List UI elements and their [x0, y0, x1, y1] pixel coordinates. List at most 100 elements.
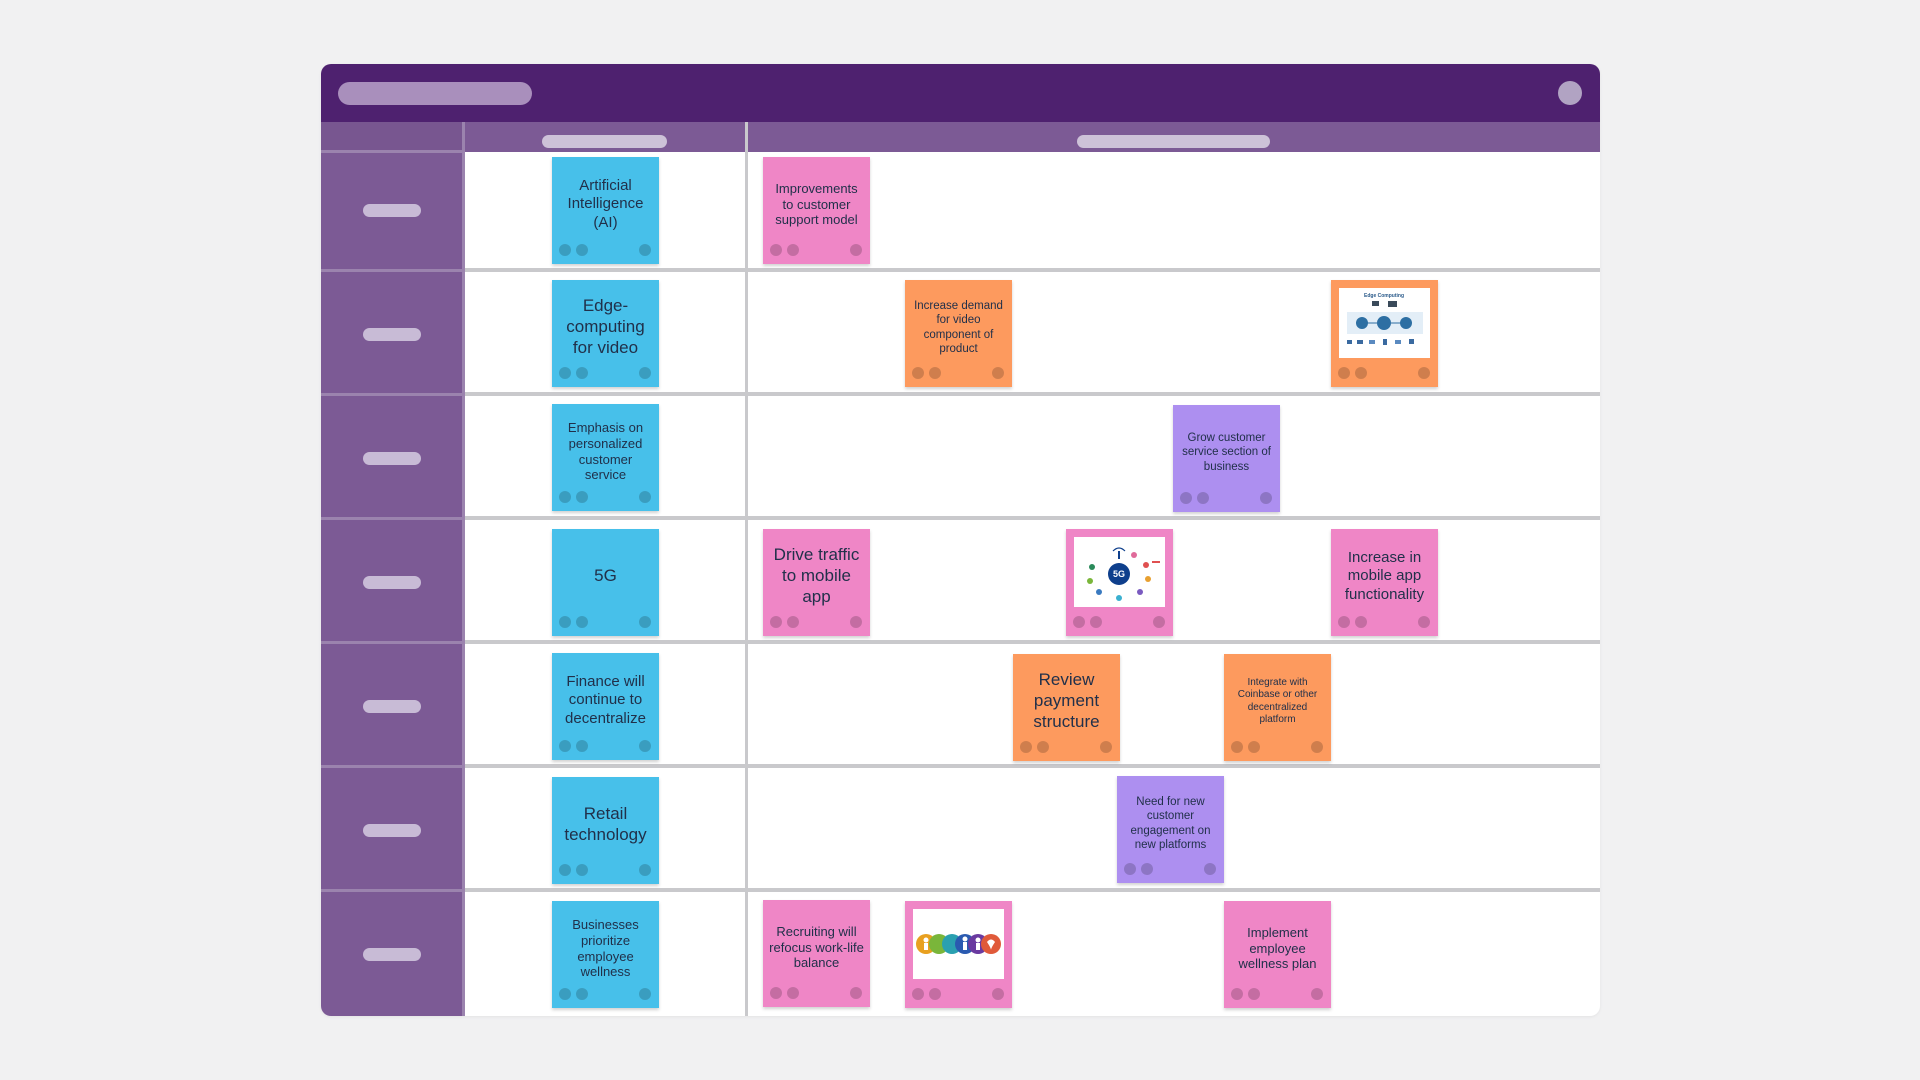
row-header-placeholder[interactable]: [363, 452, 421, 465]
sticky-note[interactable]: Integrate with Coinbase or other decentr…: [1224, 654, 1331, 761]
header-corner-cell: [321, 122, 462, 152]
sticky-note-reaction-dot: [1418, 616, 1430, 628]
sticky-note-reaction-dot: [770, 244, 782, 256]
sticky-note[interactable]: Implement employee wellness plan: [1224, 901, 1331, 1008]
sticky-note-reaction-dot: [1311, 988, 1323, 1000]
sticky-note-reaction-dot: [1231, 988, 1243, 1000]
row-header-placeholder[interactable]: [363, 328, 421, 341]
row-divider: [321, 269, 462, 272]
sticky-note-reaction-dot: [1100, 741, 1112, 753]
row-divider: [462, 392, 1600, 396]
sticky-note[interactable]: Drive traffic to mobile app: [763, 529, 870, 636]
sticky-note-reaction-dot: [559, 988, 571, 1000]
sticky-note-text: Increase demand for video component of p…: [914, 300, 1003, 355]
sticky-note-reaction-dot: [1020, 741, 1032, 753]
sticky-note[interactable]: Businesses prioritize employee wellness: [552, 901, 659, 1008]
sticky-note-reaction-dot: [992, 988, 1004, 1000]
sticky-note-reaction-dot: [787, 987, 799, 999]
edge-computing-diagram-image: Edge Computing: [1339, 288, 1430, 358]
row-header-placeholder[interactable]: [363, 824, 421, 837]
sticky-note[interactable]: Artificial Intelligence (AI): [552, 157, 659, 264]
sticky-note-reaction-dot: [639, 244, 651, 256]
sticky-note[interactable]: Need for new customer engagement on new …: [1117, 776, 1224, 883]
sticky-note-reaction-dot: [559, 244, 571, 256]
sticky-note-text: Emphasis on personalized customer servic…: [567, 419, 644, 483]
sticky-note-text: Need for new customer engagement on new …: [1130, 796, 1211, 851]
sticky-note-reaction-dot: [929, 367, 941, 379]
sticky-note[interactable]: Retail technology: [552, 777, 659, 884]
row-header-placeholder[interactable]: [363, 700, 421, 713]
sticky-note-text: Artificial Intelligence (AI): [567, 177, 644, 231]
column-header-row: [321, 122, 1600, 152]
board-menu-button[interactable]: [1558, 81, 1582, 105]
sticky-note-reaction-dot: [1338, 367, 1350, 379]
sticky-note-reaction-dot: [576, 616, 588, 628]
5g-network-diagram-image: 5G: [1074, 537, 1165, 607]
row-divider: [321, 889, 462, 892]
sticky-note-reaction-dot: [850, 987, 862, 999]
sticky-note-reaction-dot: [1037, 741, 1049, 753]
sticky-note-reaction-dot: [1248, 741, 1260, 753]
row-divider: [321, 150, 462, 153]
row-divider: [462, 268, 1600, 272]
column-header-trends-placeholder[interactable]: [542, 135, 667, 148]
sticky-note[interactable]: 5G: [552, 529, 659, 636]
sticky-note-text: Retail technology: [564, 803, 647, 844]
row-header-placeholder[interactable]: [363, 204, 421, 217]
sticky-note-reaction-dot: [1180, 492, 1192, 504]
sticky-note-reaction-dot: [1073, 616, 1085, 628]
sticky-note[interactable]: Increase in mobile app functionality: [1331, 529, 1438, 636]
sticky-note-reaction-dot: [576, 491, 588, 503]
sticky-note-reaction-dot: [1260, 492, 1272, 504]
sticky-note-text: Drive traffic to mobile app: [773, 545, 860, 606]
row-divider: [462, 764, 1600, 768]
sticky-note-reaction-dot: [1311, 741, 1323, 753]
sticky-note-reaction-dot: [1355, 616, 1367, 628]
sticky-note-reaction-dot: [850, 244, 862, 256]
sticky-note[interactable]: Increase demand for video component of p…: [905, 280, 1012, 387]
sticky-note[interactable]: Edge-computing for video: [552, 280, 659, 387]
sticky-note-text: Improvements to customer support model: [775, 180, 858, 228]
sticky-note-reaction-dot: [576, 367, 588, 379]
sticky-note-reaction-dot: [1248, 988, 1260, 1000]
sticky-note[interactable]: Grow customer service section of busines…: [1173, 405, 1280, 512]
sticky-note-text: Edge-computing for video: [566, 296, 645, 357]
row-divider: [462, 640, 1600, 644]
sticky-note-reaction-dot: [639, 491, 651, 503]
sticky-note-reaction-dot: [850, 616, 862, 628]
sticky-note-text: Grow customer service section of busines…: [1182, 432, 1271, 473]
sticky-note-reaction-dot: [559, 616, 571, 628]
sticky-note[interactable]: Recruiting will refocus work-life balanc…: [763, 900, 870, 1007]
sticky-note-reaction-dot: [787, 616, 799, 628]
image-sticky-note[interactable]: [905, 901, 1012, 1008]
sticky-note-reaction-dot: [912, 367, 924, 379]
sticky-note-reaction-dot: [992, 367, 1004, 379]
sticky-note-reaction-dot: [1124, 863, 1136, 875]
sticky-note-reaction-dot: [559, 491, 571, 503]
sticky-note[interactable]: Emphasis on personalized customer servic…: [552, 404, 659, 511]
sticky-note-reaction-dot: [559, 864, 571, 876]
sticky-note-text: Increase in mobile app functionality: [1344, 549, 1425, 603]
sticky-note-reaction-dot: [639, 864, 651, 876]
image-sticky-note[interactable]: 5G: [1066, 529, 1173, 636]
board-title-placeholder[interactable]: [338, 82, 532, 105]
sticky-note-reaction-dot: [559, 367, 571, 379]
row-divider: [321, 393, 462, 396]
sticky-note-reaction-dot: [576, 988, 588, 1000]
sticky-note-reaction-dot: [1197, 492, 1209, 504]
sticky-note-reaction-dot: [1090, 616, 1102, 628]
image-caption: 5G: [1113, 569, 1125, 579]
sticky-note[interactable]: Improvements to customer support model: [763, 157, 870, 264]
column-header-impact-placeholder[interactable]: [1077, 135, 1270, 148]
row-header-placeholder[interactable]: [363, 576, 421, 589]
sticky-note[interactable]: Review payment structure: [1013, 654, 1120, 761]
row-divider: [321, 765, 462, 768]
sticky-note[interactable]: Finance will continue to decentralize: [552, 653, 659, 760]
sticky-note-reaction-dot: [1355, 367, 1367, 379]
image-sticky-note[interactable]: Edge Computing: [1331, 280, 1438, 387]
sticky-note-reaction-dot: [929, 988, 941, 1000]
sticky-note-reaction-dot: [912, 988, 924, 1000]
row-divider: [321, 517, 462, 520]
row-header-placeholder[interactable]: [363, 948, 421, 961]
sticky-note-reaction-dot: [770, 987, 782, 999]
